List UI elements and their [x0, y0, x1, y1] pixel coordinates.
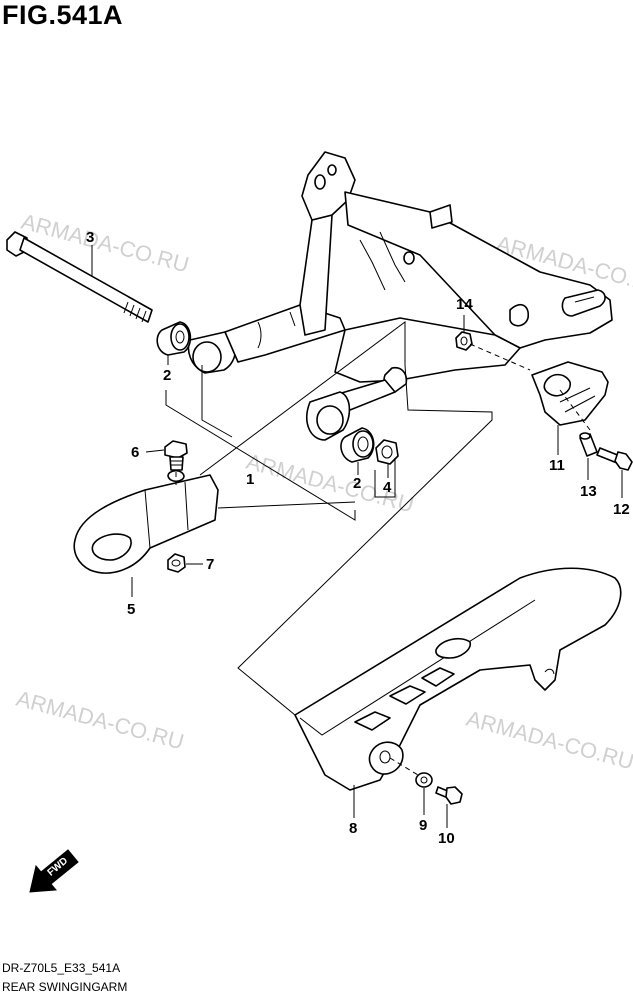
chain-guide-5: [73, 469, 219, 574]
bush-2-left: [156, 321, 192, 356]
callout-10: 10: [438, 830, 455, 847]
assembly-outline: [165, 321, 493, 716]
washer-9: [415, 772, 433, 788]
watermark-5: ARMADA-CO.RU: [464, 706, 633, 775]
leader-6: [145, 449, 165, 453]
callout-1: 1: [246, 471, 254, 488]
nut-7: [167, 553, 186, 573]
callout-6: 6: [131, 444, 139, 461]
callout-9: 9: [419, 817, 427, 834]
adjuster-bolt-12: [596, 447, 633, 471]
callout-12: 12: [613, 501, 630, 518]
figure-name: REAR SWINGINGARM: [2, 980, 128, 994]
watermark-1: ARMADA-CO.RU: [19, 209, 192, 278]
swingarm-1: [187, 151, 613, 441]
figure-code: DR-Z70L5_E33_541A: [2, 961, 121, 975]
watermark-4: ARMADA-CO.RU: [14, 686, 187, 755]
chain-adjuster-11: [531, 361, 609, 426]
callout-8: 8: [349, 820, 357, 837]
callout-7: 7: [206, 556, 214, 573]
chain-case-8: [294, 567, 622, 791]
callout-14: 14: [456, 296, 473, 313]
figure-title: FIG.541A: [2, 0, 124, 30]
nut-14: [455, 331, 473, 351]
nut-4: [375, 439, 399, 465]
pivot-bolt-3: [6, 231, 153, 323]
callout-4: 4: [383, 479, 392, 496]
fwd-arrow-icon: FWD: [29, 849, 79, 893]
bolt-6: [164, 440, 188, 471]
callout-2-right: 2: [353, 475, 361, 492]
bolt-10: [435, 786, 463, 805]
adjuster-spacer-13: [579, 432, 598, 457]
callout-11: 11: [549, 457, 565, 474]
callout-2-left: 2: [163, 367, 171, 384]
callout-3: 3: [86, 229, 94, 246]
bush-2-right: [340, 427, 375, 463]
callout-5: 5: [127, 601, 135, 618]
callout-13: 13: [580, 483, 597, 500]
